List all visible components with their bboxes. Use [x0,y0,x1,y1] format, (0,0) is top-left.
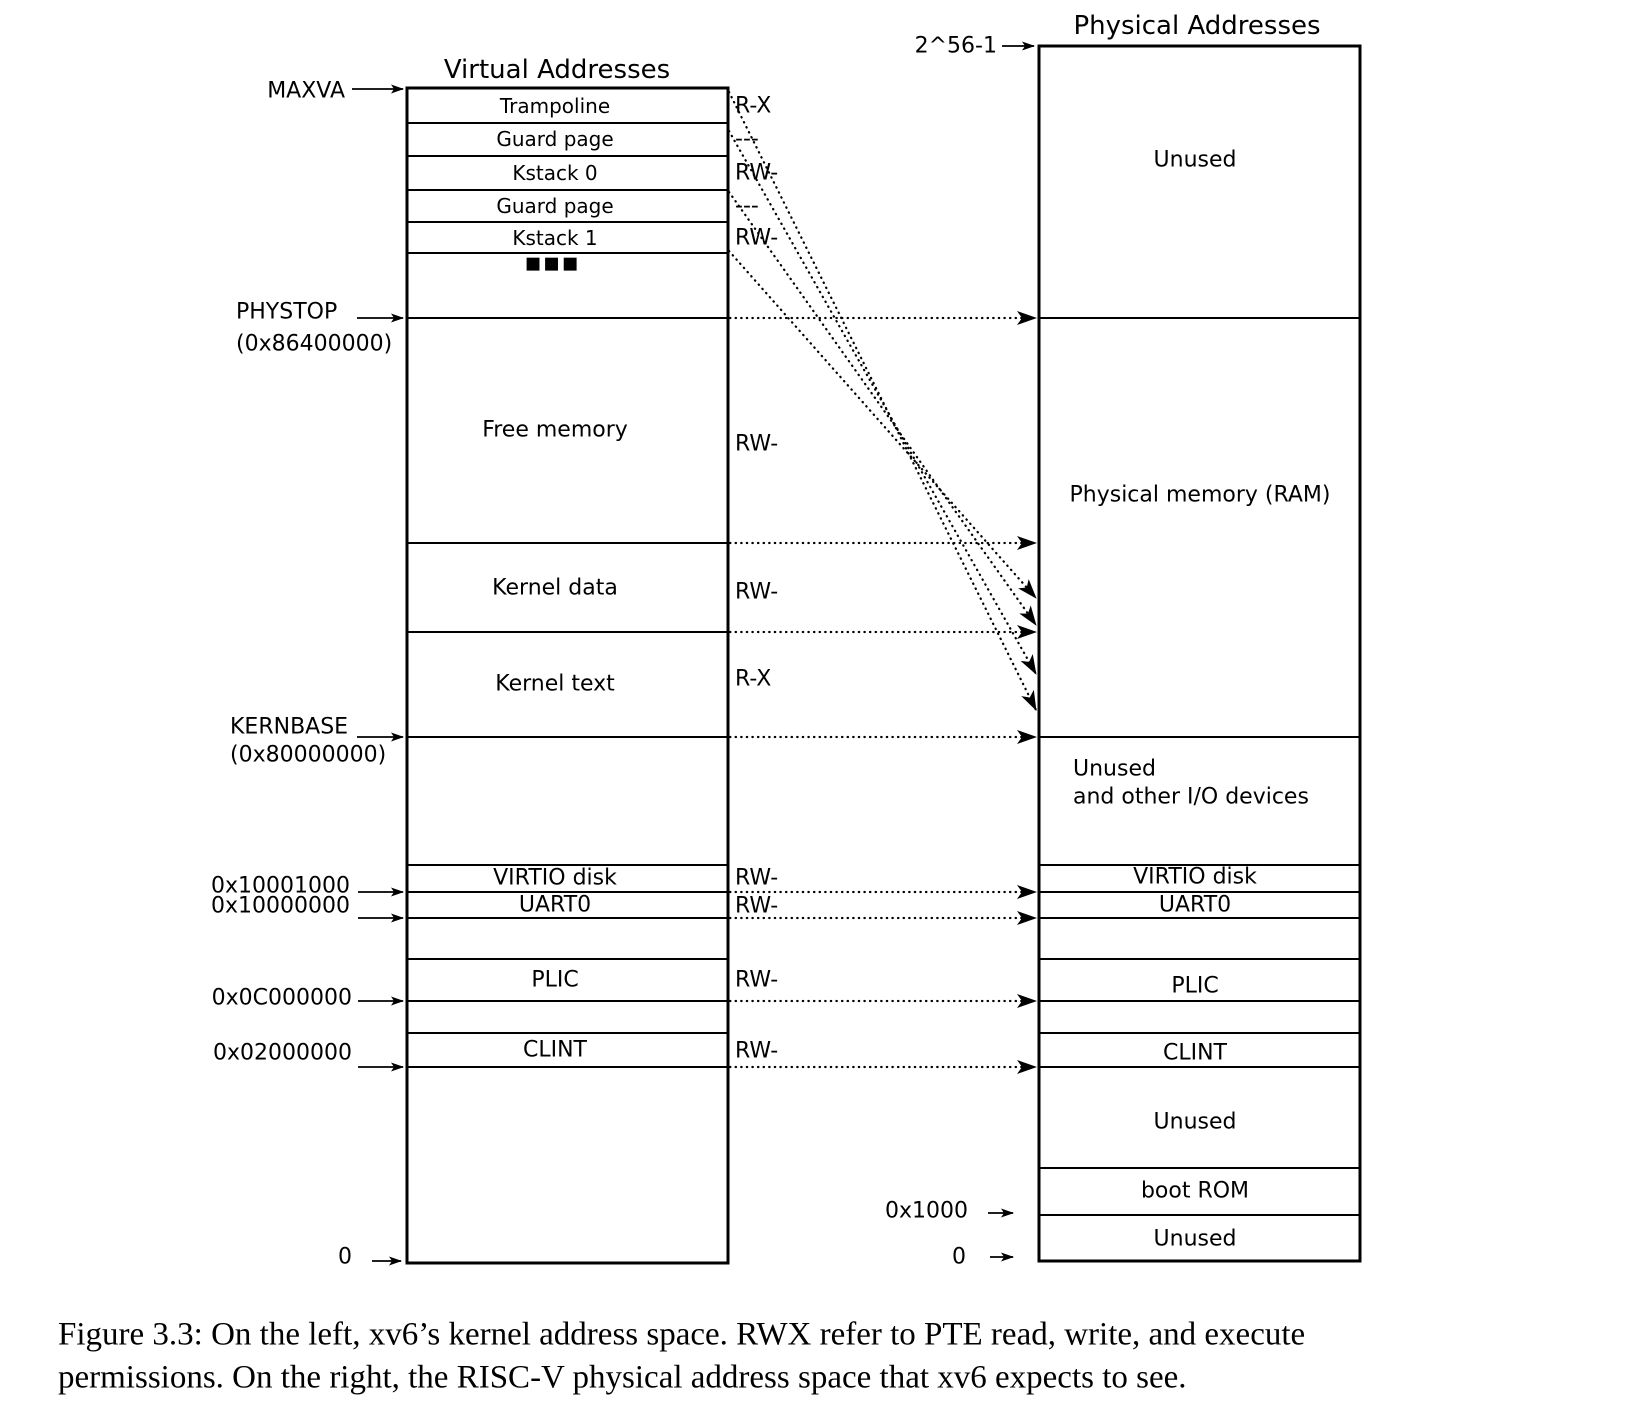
perm-kernel-data: RW- [735,579,779,605]
addr-kernbase-hex: (0x80000000) [230,742,387,768]
virtual-addresses-title: Virtual Addresses [443,55,671,85]
perm-kstack0: RW- [735,160,779,186]
perm-kernel-text: R-X [735,666,772,692]
perm-plic: RW- [735,967,779,993]
pregion-plic: PLIC [1171,973,1219,999]
pregion-ram: Physical memory (RAM) [1069,482,1331,508]
mapping-arrows-diagonal [727,90,1038,712]
virtual-box [405,86,730,1265]
addr-plic: 0x0C000000 [211,985,352,1011]
pregion-io-line1: Unused [1073,756,1156,782]
pregion-boot-rom: boot ROM [1140,1178,1250,1204]
region-guard-page-1: Guard page [496,127,614,151]
addr-phystop: PHYSTOP [236,299,338,325]
region-clint: CLINT [522,1037,588,1063]
pregion-unused-mid: Unused [1153,1109,1237,1135]
caption-line1: Figure 3.3: On the left, xv6’s kernel ad… [58,1316,1306,1353]
region-kernel-text: Kernel text [495,671,615,697]
region-kernel-data: Kernel data [492,575,618,601]
addr-virtual-zero: 0 [338,1244,352,1270]
addr-physical-zero: 0 [952,1244,966,1270]
mapping-arrows-horizontal [728,311,1038,1074]
addr-maxva: MAXVA [267,78,345,104]
physical-box-dividers [1039,317,1360,1216]
addr-virtio-disk: 0x10001000 [211,873,350,899]
region-kstack0: Kstack 0 [512,161,598,185]
pregion-clint: CLINT [1162,1040,1228,1066]
physical-box [1037,44,1362,1263]
region-plic: PLIC [531,967,579,993]
perm-free-memory: RW- [735,431,779,457]
virtual-box-dividers [407,122,728,1068]
pregion-uart0: UART0 [1158,892,1232,918]
region-free-memory: Free memory [482,417,628,443]
perm-guard-page-1: --- [735,126,759,152]
addr-phystop-hex: (0x86400000) [236,331,393,357]
region-kstack1: Kstack 1 [512,226,598,250]
caption-line2: permissions. On the right, the RISC-V ph… [58,1359,1187,1396]
pregion-virtio-disk: VIRTIO disk [1133,864,1257,890]
physical-addresses-title: Physical Addresses [1073,11,1321,41]
perm-virtio-disk: RW- [735,865,779,891]
perm-clint: RW- [735,1038,779,1064]
addr-kernbase: KERNBASE [230,714,349,740]
perm-uart0: RW- [735,893,779,919]
region-virtio-disk: VIRTIO disk [493,865,617,891]
pregion-io-line2: and other I/O devices [1073,784,1309,810]
region-uart0: UART0 [518,892,592,918]
perm-guard-page-2: --- [735,193,759,219]
region-guard-page-2: Guard page [496,194,614,218]
region-trampoline: Trampoline [499,94,611,118]
pregion-unused-top: Unused [1153,147,1237,173]
address-pointer-arrows [352,41,1035,1266]
addr-physical-top: 2^56-1 [914,33,997,59]
perm-trampoline: R-X [735,93,772,119]
addr-boot-rom: 0x1000 [884,1198,968,1224]
perm-kstack1: RW- [735,225,779,251]
addr-uart0: 0x10000000 [211,893,350,919]
addr-clint: 0x02000000 [213,1040,352,1066]
pregion-unused-bottom: Unused [1153,1226,1237,1252]
ellipsis-dots: ▪▪▪ [524,248,580,278]
